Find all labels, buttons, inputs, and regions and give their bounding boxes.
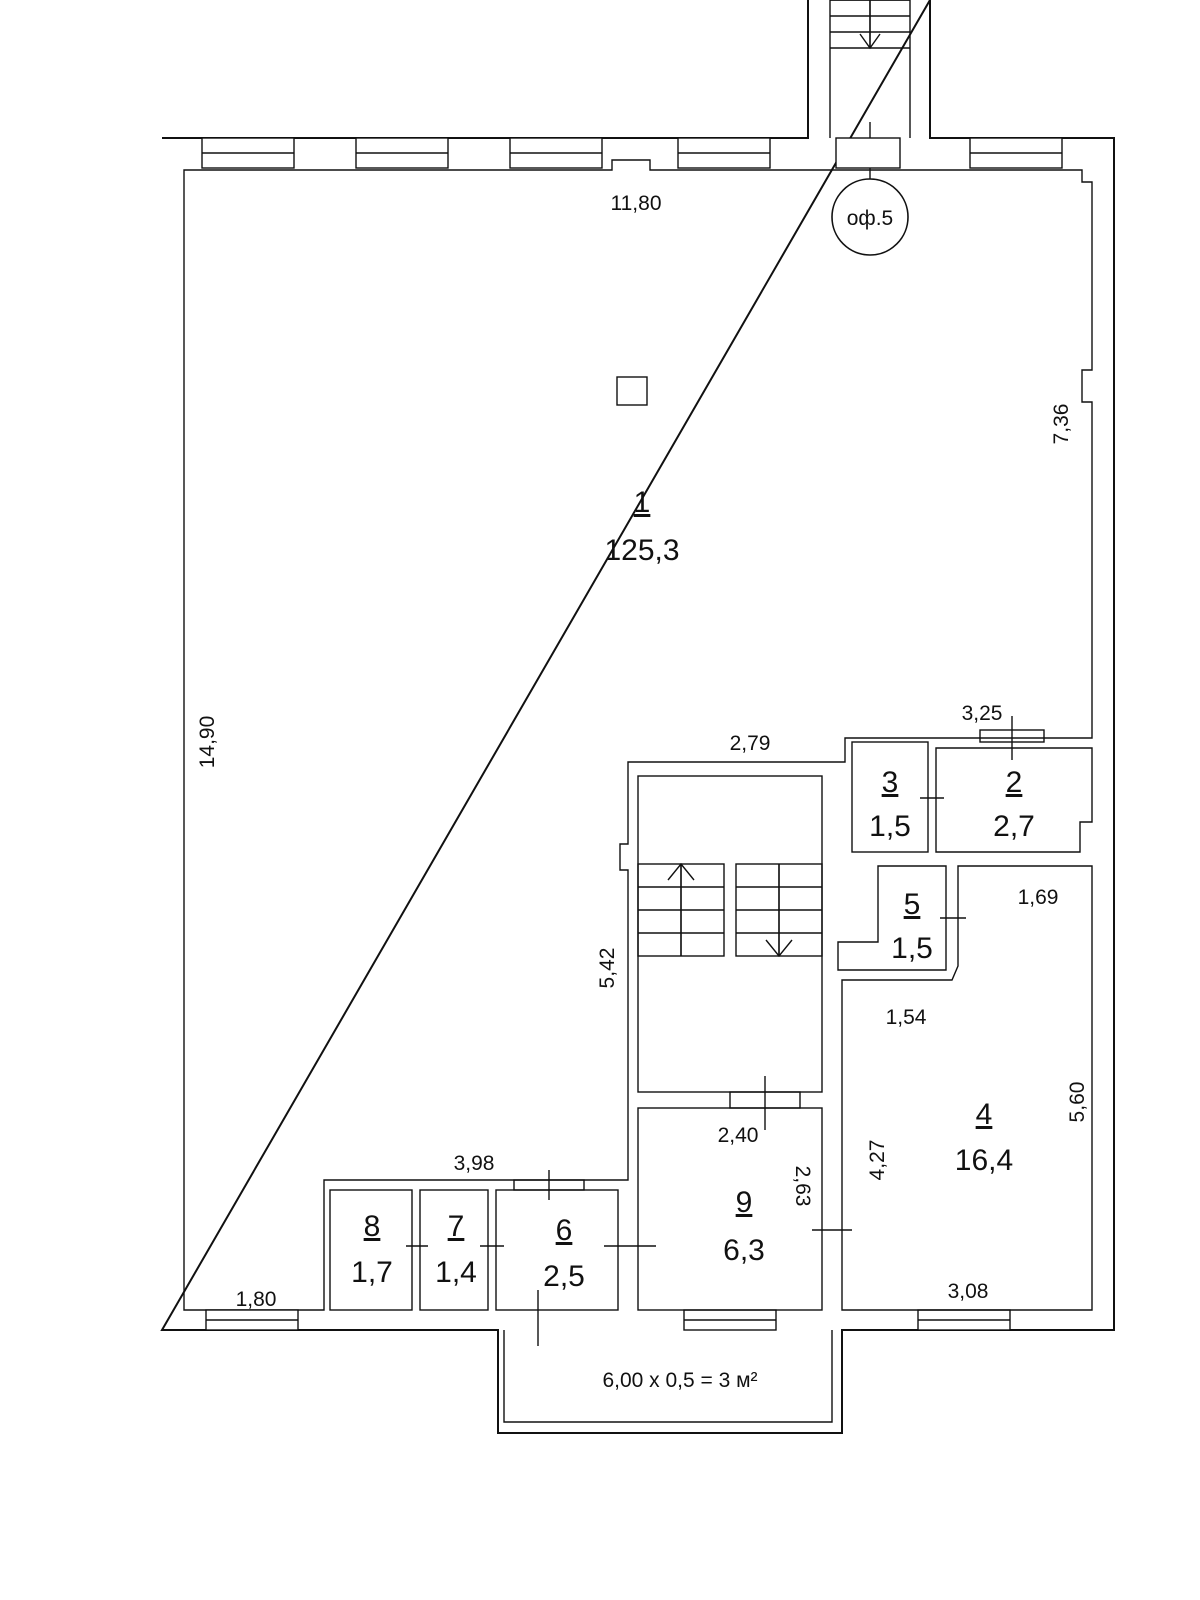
room-9-number: 9: [736, 1186, 753, 1219]
room-8-number: 8: [364, 1210, 381, 1243]
dim-room9-top: 2,40: [718, 1124, 759, 1147]
balcony-outline: [503, 1330, 833, 1423]
room-9-area: 6,3: [723, 1234, 765, 1267]
room-5-number: 5: [904, 888, 921, 921]
dim-top-width: 11,80: [611, 192, 662, 215]
dim-stair-height: 5,42: [596, 948, 619, 989]
dim-right-upper: 7,36: [1050, 404, 1073, 445]
dim-room4-top: 1,69: [1018, 886, 1059, 909]
dim-bottom-left: 1,80: [236, 1288, 277, 1311]
room-8: [329, 1189, 413, 1311]
room-1-number: 1: [634, 486, 651, 519]
dim-room4-inner: 1,54: [886, 1006, 927, 1029]
room-5: [837, 865, 947, 971]
room-7-area: 1,4: [435, 1256, 477, 1289]
top-stair-arrow: [859, 0, 881, 50]
bottom-windows: [205, 1309, 1011, 1331]
top-corridor: [829, 0, 911, 138]
office-marker-label: оф.5: [847, 207, 893, 230]
top-windows: [201, 137, 1063, 169]
room-7: [419, 1189, 489, 1311]
room-4: [841, 865, 1093, 1311]
stair-up-arrow: [667, 862, 695, 956]
inner-wall-outline: [183, 159, 1093, 1311]
dim-left-height: 14,90: [196, 716, 219, 769]
balcony-formula: 6,00 х 0,5 = 3 м²: [602, 1369, 757, 1392]
stair-down-arrow: [765, 864, 793, 958]
room-3-number: 3: [882, 766, 899, 799]
room-2: [935, 747, 1093, 853]
column: [616, 376, 648, 406]
dim-room4-bottom: 3,08: [948, 1280, 989, 1303]
stairwell: [637, 775, 823, 1093]
room-2-number: 2: [1006, 766, 1023, 799]
dim-room4-right: 5,60: [1066, 1082, 1089, 1123]
room-1-area: 125,3: [604, 534, 679, 567]
room-4-number: 4: [976, 1098, 993, 1131]
dim-room2-top: 3,25: [962, 702, 1003, 725]
dim-stair-top: 2,79: [730, 732, 771, 755]
room-3: [851, 741, 929, 853]
dim-small-rooms-top: 3,98: [454, 1152, 495, 1175]
dim-room9-side: 2,63: [791, 1166, 814, 1207]
room-3-area: 1,5: [869, 810, 911, 843]
dim-room4-left: 4,27: [866, 1140, 889, 1181]
room-9: [637, 1107, 823, 1311]
room-7-number: 7: [448, 1210, 465, 1243]
room-6-area: 2,5: [543, 1260, 585, 1293]
room-8-area: 1,7: [351, 1256, 393, 1289]
stairwell-steps: [637, 863, 823, 957]
room-5-area: 1,5: [891, 932, 933, 965]
room-6-number: 6: [556, 1214, 573, 1247]
room-2-area: 2,7: [993, 810, 1035, 843]
room-4-area: 16,4: [955, 1144, 1013, 1177]
office-marker: [831, 178, 909, 256]
